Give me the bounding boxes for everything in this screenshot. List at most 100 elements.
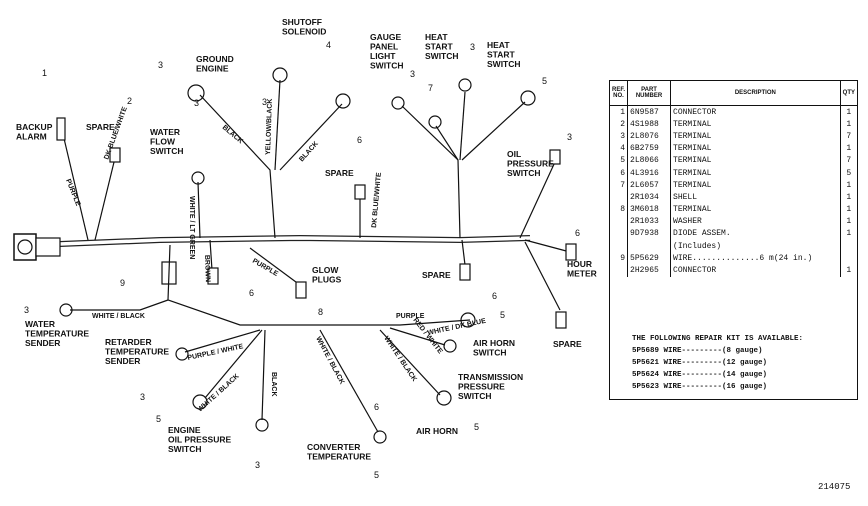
- wire-white-black-converter: WHITE / BLACK: [314, 336, 345, 386]
- cell-part: 6B2759: [627, 142, 672, 155]
- header-ref: REF. NO.: [610, 81, 629, 106]
- table-row: (Includes): [610, 240, 857, 253]
- callout-3c: 3: [410, 69, 415, 79]
- cell-qty: 7: [846, 156, 852, 166]
- label-spare-bottom-right: SPARE: [553, 339, 582, 349]
- callout-5c: 5: [156, 414, 161, 424]
- table-header-row: REF. NO. PART NUMBER DESCRIPTION QTY: [610, 81, 857, 106]
- repair-kit-row: 5P5689 WIRE---------(8 gauge): [632, 347, 763, 355]
- cell-desc: CONNECTOR: [670, 105, 841, 119]
- header-qty: QTY: [840, 81, 857, 106]
- cell-qty: 1: [846, 107, 852, 117]
- repair-kit-title: THE FOLLOWING REPAIR KIT IS AVAILABLE:: [632, 335, 804, 343]
- wire-black-lower: BLACK: [270, 372, 277, 397]
- wire-dk-blue-white-mid: DK BLUE/WHITE: [371, 172, 383, 228]
- cell-desc: TERMINAL: [670, 179, 841, 192]
- cell-desc: TERMINAL: [670, 203, 841, 216]
- callout-7: 7: [428, 83, 433, 93]
- cell-desc: WIRE..............6 m(24 in.): [670, 252, 841, 265]
- wire-brown: BROWN: [203, 255, 211, 282]
- callout-3f: 3: [24, 305, 29, 315]
- cell-qty: [840, 240, 857, 252]
- cell-part: 5P5629: [627, 252, 672, 265]
- wire-white-black-water: WHITE / BLACK: [92, 313, 145, 320]
- cell-qty: 1: [846, 119, 852, 129]
- callout-5b: 5: [542, 76, 547, 86]
- callout-3a: 3: [194, 98, 199, 108]
- cell-desc: WASHER: [670, 215, 841, 228]
- cell-part: 2R1033: [627, 215, 672, 228]
- callout-3d: 3: [470, 42, 475, 52]
- cell-part: 2L6057: [627, 179, 672, 192]
- cell-part: 2H2965: [627, 264, 672, 277]
- cell-qty: 1: [846, 229, 852, 239]
- cell-ref: [610, 215, 629, 228]
- wire-white-lt-green: WHITE / LT GREEN: [188, 196, 195, 259]
- header-part: PART NUMBER: [627, 81, 672, 106]
- harness-wires: [13, 67, 577, 444]
- cell-part: [627, 240, 672, 253]
- cell-desc: TERMINAL: [670, 118, 841, 131]
- cell-part: 2L8066: [627, 154, 672, 167]
- callout-6d: 6: [249, 288, 254, 298]
- cell-desc: TERMINAL: [670, 130, 841, 143]
- cell-part: 9D7938: [627, 227, 672, 241]
- cell-desc: (Includes): [670, 240, 841, 253]
- cell-qty: 7: [846, 131, 852, 141]
- wire-purple-glow: PURPLE: [251, 258, 279, 278]
- callout-6e: 6: [374, 402, 379, 412]
- wire-black-shutoff: BLACK: [298, 140, 320, 163]
- wire-purple-white: PURPLE / WHITE: [187, 343, 244, 362]
- callout-5d: 5: [500, 310, 505, 320]
- callout-3h: 3: [255, 460, 260, 470]
- cell-ref: 9: [610, 252, 629, 265]
- callout-3e: 3: [567, 132, 572, 142]
- cell-desc: TERMINAL: [670, 142, 841, 155]
- repair-kit-row: 5P5623 WIRE---------(16 gauge): [632, 383, 768, 391]
- cell-desc: SHELL: [670, 191, 841, 204]
- wire-purple-right: PURPLE: [396, 313, 425, 320]
- cell-desc: DIODE ASSEM.: [670, 227, 841, 241]
- callout-8: 8: [318, 307, 323, 317]
- repair-kit-row: 5P5624 WIRE---------(14 gauge): [632, 371, 768, 379]
- cell-desc: TERMINAL: [670, 166, 841, 180]
- label-spare-top: SPARE: [86, 122, 115, 132]
- wire-white-black-engine: WHITE / BLACK: [197, 373, 241, 414]
- cell-ref: 6: [610, 166, 629, 180]
- cell-part: 2R1034: [627, 191, 672, 204]
- repair-kit-row: 5P5621 WIRE---------(12 gauge): [632, 359, 768, 367]
- repair-kit: THE FOLLOWING REPAIR KIT IS AVAILABLE: 5…: [632, 335, 803, 395]
- label-air-horn: AIR HORN: [416, 426, 458, 436]
- callout-6b: 6: [575, 228, 580, 238]
- wire-purple-left: PURPLE: [64, 178, 81, 207]
- cell-qty: [840, 252, 857, 264]
- cell-qty: 5: [846, 168, 852, 178]
- header-desc: DESCRIPTION: [670, 81, 841, 106]
- wire-color-labels: PURPLE DK BLUE/WHITE BLACK YELLOW/BLACK …: [64, 98, 487, 413]
- figure-number: 214075: [818, 482, 851, 492]
- cell-part: 6N9587: [627, 105, 672, 119]
- cell-ref: 4: [610, 142, 629, 155]
- cell-qty: 1: [846, 192, 852, 202]
- wire-white-black-air: WHITE / BLACK: [382, 335, 417, 383]
- cell-ref: 2: [610, 118, 629, 131]
- cell-part: 2L8076: [627, 130, 672, 143]
